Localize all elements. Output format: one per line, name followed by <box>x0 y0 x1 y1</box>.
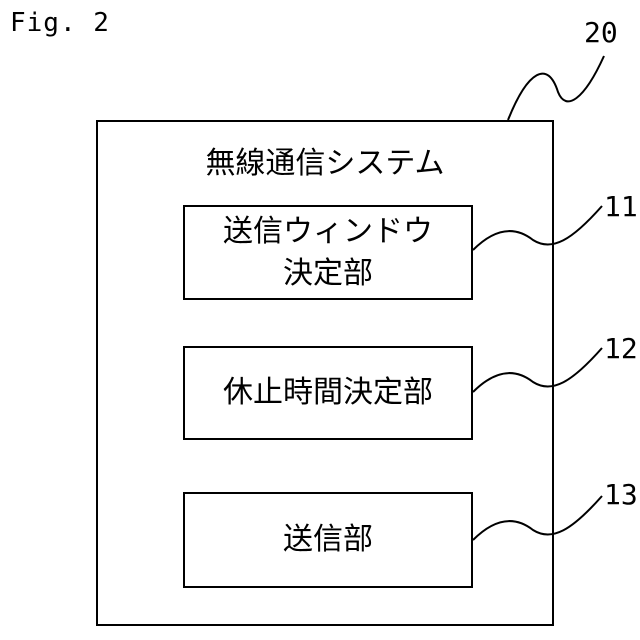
leader-line-11 <box>473 206 602 250</box>
leader-line-20 <box>508 56 604 120</box>
leader-line-13 <box>473 496 602 540</box>
leader-line-12 <box>473 348 602 392</box>
